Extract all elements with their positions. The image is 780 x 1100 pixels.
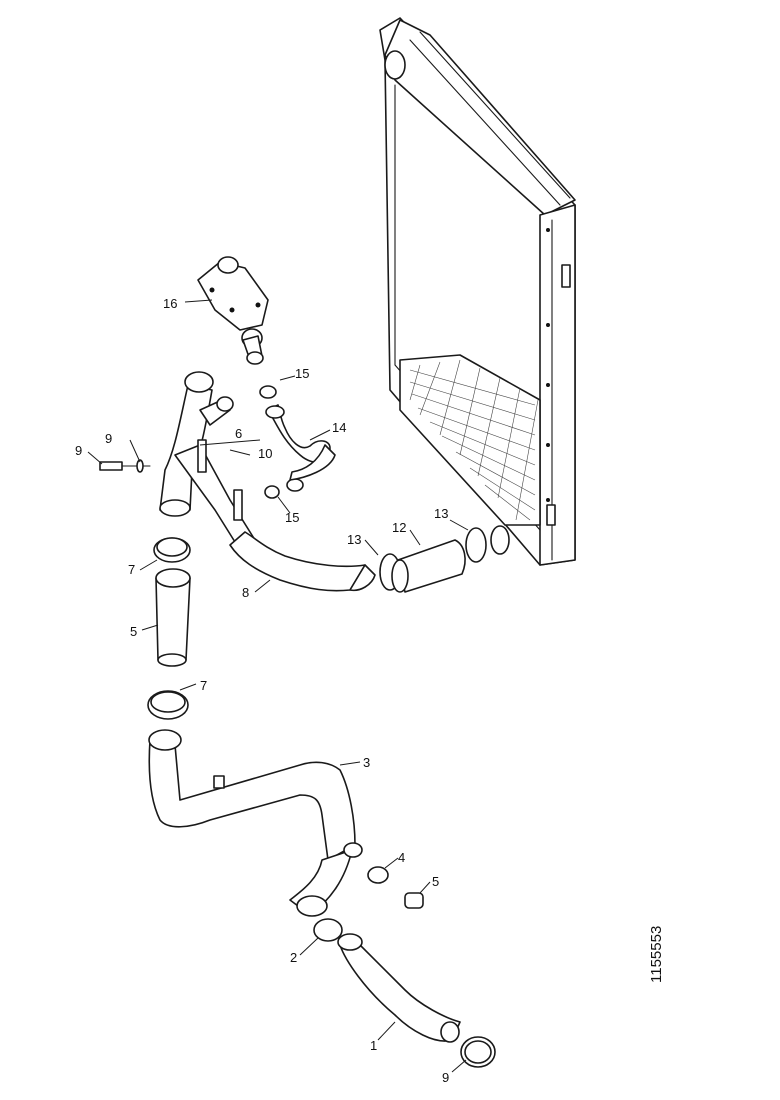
plug-4 [367,866,389,884]
callout-9-bottom: 9 [442,1070,449,1085]
callout-5: 5 [130,624,137,639]
callout-14: 14 [332,420,346,435]
core-mesh [409,359,539,521]
hose-1 [339,934,461,1042]
charge-air-cooler [379,17,576,566]
callout-4: 4 [398,850,405,865]
drawing-number-text: 1155553 [648,925,665,983]
callout-7-lower: 7 [200,678,207,693]
callout-16: 16 [163,296,177,311]
callout-12: 12 [392,520,406,535]
callout-2: 2 [290,950,297,965]
hose-14 [267,404,331,463]
callouts: 16 15 14 6 10 9 9 15 8 7 5 7 3 13 12 13 … [75,296,449,1085]
callout-8: 8 [242,585,249,600]
callout-11: 10 [258,446,272,461]
callout-15-upper: 15 [295,366,309,381]
y-pipe [159,371,256,551]
drawing-number: 1155553 [640,905,680,985]
callout-10: 9 [105,431,112,446]
pipe-6 [155,568,191,667]
callout-13-left: 13 [347,532,361,547]
callout-15-lower: 15 [285,510,299,525]
hose-clamp-15-upper [259,385,277,399]
callout-5-cap: 5 [432,874,439,889]
callout-6: 6 [235,426,242,441]
callout-13-right: 13 [434,506,448,521]
pipe-12 [397,539,466,593]
callout-7-upper: 7 [128,562,135,577]
hose-clamp-13-right [465,527,487,563]
callout-3: 3 [363,755,370,770]
outlet-housing [197,256,269,365]
hose-clamp-2 [313,918,343,942]
leader-lines [87,299,469,1073]
callout-1: 1 [370,1038,377,1053]
pipe-8 [229,531,366,592]
cap-5 [404,892,424,909]
pipe-3 [148,729,363,917]
bolt-washer [99,459,151,473]
hose-clamp-15-lower [264,485,280,499]
callout-9-left: 9 [75,443,82,458]
